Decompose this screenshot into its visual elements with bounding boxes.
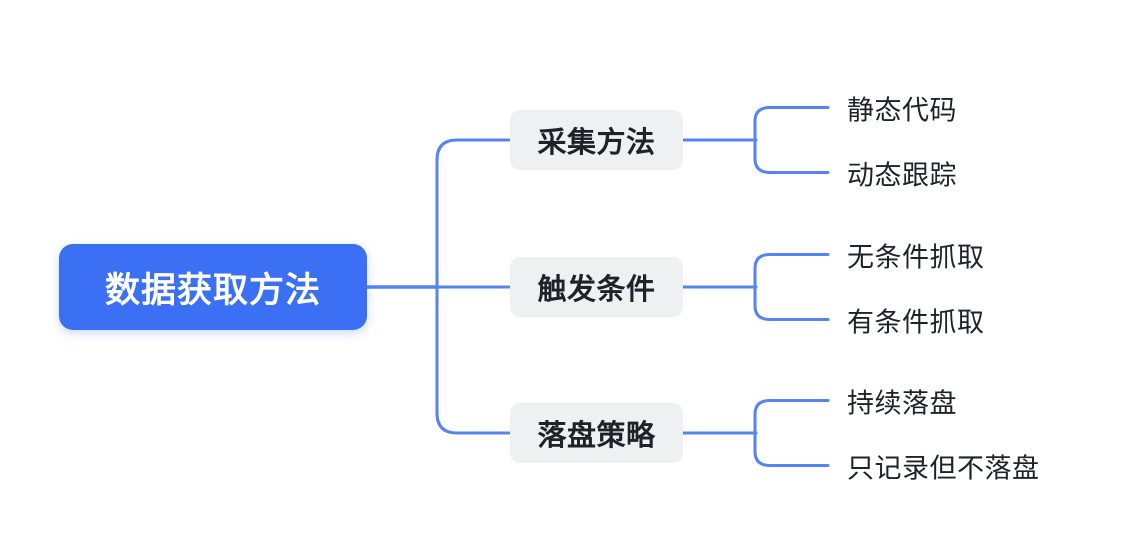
leaf-node-continuous-flush[interactable]: 持续落盘 (847, 381, 957, 420)
connector-branch3-fork (753, 399, 830, 467)
root-node-label: 数据获取方法 (104, 270, 321, 310)
leaf-node-record-only-no-flush[interactable]: 只记录但不落盘 (847, 446, 1040, 485)
leaf-node-label: 只记录但不落盘 (847, 453, 1040, 483)
leaf-node-conditional-capture[interactable]: 有条件抓取 (847, 300, 985, 339)
leaf-node-unconditional-capture[interactable]: 无条件抓取 (847, 235, 985, 274)
branch-node-label: 采集方法 (537, 127, 656, 159)
connector-branch1-fork (753, 106, 830, 174)
branch-node-flush-strategy[interactable]: 落盘策略 (510, 403, 683, 463)
root-node[interactable]: 数据获取方法 (59, 244, 367, 330)
leaf-node-static-code[interactable]: 静态代码 (847, 88, 957, 127)
leaf-node-label: 无条件抓取 (847, 242, 985, 272)
leaf-node-label: 动态跟踪 (847, 160, 957, 190)
connector-branch2-fork (753, 253, 830, 321)
leaf-node-label: 持续落盘 (847, 388, 957, 418)
leaf-node-dynamic-tracing[interactable]: 动态跟踪 (847, 153, 957, 192)
leaf-node-label: 静态代码 (847, 95, 957, 125)
branch-node-label: 触发条件 (537, 274, 656, 306)
leaf-node-label: 有条件抓取 (847, 307, 985, 337)
branch-node-trigger-condition[interactable]: 触发条件 (510, 257, 683, 317)
branch-node-collection-method[interactable]: 采集方法 (510, 110, 683, 170)
branch-node-label: 落盘策略 (537, 420, 656, 452)
